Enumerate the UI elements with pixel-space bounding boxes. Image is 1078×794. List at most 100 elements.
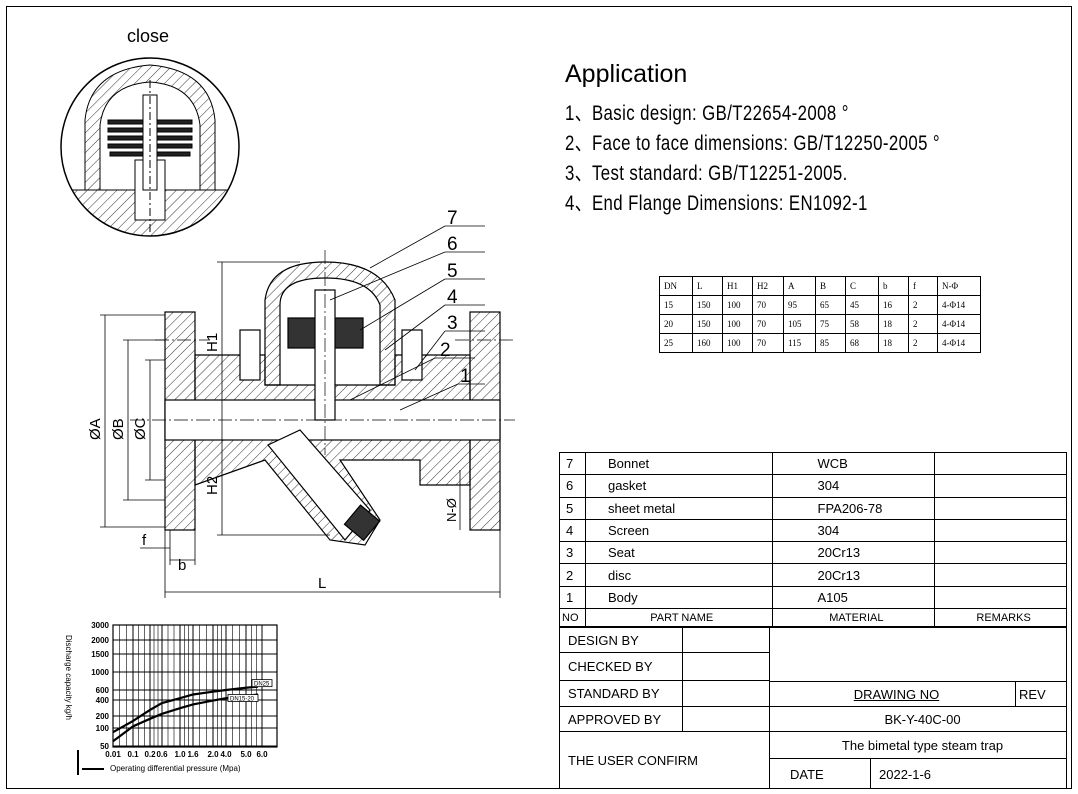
dimension-cell: 18 (878, 333, 909, 353)
dimension-cell: 20 (659, 314, 693, 334)
y-tick-label: 200 (96, 712, 110, 721)
dim-H1: H1 (204, 333, 221, 352)
design-by-field[interactable] (683, 628, 770, 653)
parts-header-cell: MATERIAL (771, 608, 936, 628)
dimension-cell: 15 (659, 295, 693, 315)
parts-cell: 4 (559, 518, 586, 543)
dimension-cell: 16 (878, 295, 909, 315)
parts-cell: 3 (559, 541, 586, 565)
dimension-cell: 4-Φ14 (937, 295, 981, 315)
dimension-cell: 100 (722, 295, 753, 315)
parts-cell (934, 518, 1067, 543)
x-tick-label: 0.2 (144, 750, 156, 759)
chart-xlabel: Operating differential pressure (Mpa) (110, 764, 241, 773)
y-tick-label: 50 (100, 742, 109, 751)
detail-label: close (127, 26, 169, 46)
dimension-cell: N-Φ (937, 276, 981, 296)
parts-cell: 6 (559, 474, 586, 498)
application-notes: Application 1、Basic design: GB/T22654-20… (565, 60, 1034, 217)
series-legend-label: DN25 (254, 682, 270, 688)
application-line: 3、Test standard: GB/T12251-2005. (565, 162, 848, 185)
dimension-cell: 4-Φ14 (937, 314, 981, 334)
dim-B: ØB (110, 418, 127, 440)
y-tick-label: 3000 (91, 621, 109, 630)
dimension-cell: 105 (783, 314, 816, 334)
dimension-cell: 2 (908, 314, 938, 334)
dimension-cell: 150 (692, 295, 723, 315)
dimension-cell: 95 (783, 295, 816, 315)
dimension-cell: 25 (659, 333, 693, 353)
drawing-number: BK-Y-40C-00 (770, 707, 1067, 732)
x-tick-label: 4.0 (220, 750, 232, 759)
dimension-cell: b (878, 276, 909, 296)
dim-b: b (178, 557, 186, 574)
parts-cell: 7 (559, 451, 586, 476)
dim-C: ØC (132, 417, 149, 440)
dim-L: L (318, 575, 326, 592)
dimension-cell: 2 (908, 333, 938, 353)
application-line: 1、Basic design: GB/T22654-2008 ° (565, 102, 849, 125)
valve-section-view (164, 261, 501, 546)
dim-N: N-Ø (444, 498, 459, 522)
parts-cell: 304 (771, 474, 936, 498)
y-tick-label: 1500 (91, 650, 109, 659)
dimension-cell: 75 (815, 314, 846, 334)
dimension-cell: 45 (845, 295, 879, 315)
parts-cell: Screen (584, 518, 773, 543)
dimension-cell: 4-Φ14 (937, 333, 981, 353)
x-tick-label: 0.01 (105, 750, 121, 759)
drawing-no-text: DRAWING NO (853, 686, 940, 702)
title-block: DESIGN BY CHECKED BY STANDARD BY APPROVE… (559, 627, 1067, 789)
dimension-cell: H2 (752, 276, 784, 296)
callouts (329, 225, 485, 411)
parts-cell (934, 451, 1067, 476)
x-tick-label: 2.0 (207, 750, 219, 759)
dim-f: f (142, 532, 147, 549)
dimension-cell: 2 (908, 295, 938, 315)
application-title: Application (565, 60, 688, 88)
design-by-label: DESIGN BY (560, 628, 683, 653)
dimension-cell: 160 (692, 333, 723, 353)
dimension-cell: L (692, 276, 723, 296)
dimension-cell: C (845, 276, 879, 296)
x-tick-label: 1.0 (174, 750, 186, 759)
date-label: DATE (770, 759, 871, 789)
dimension-cell: 150 (692, 314, 723, 334)
callout-7: 7 (447, 208, 458, 229)
date-value: 2022-1-6 (879, 766, 932, 782)
x-tick-label: 0.1 (127, 750, 139, 759)
drawing-no-label: DRAWING NO (770, 681, 1016, 707)
approved-by-field[interactable] (683, 707, 770, 732)
parts-cell: Seat (584, 541, 773, 565)
series-legend-box (251, 679, 273, 688)
approved-by-label: APPROVED BY (560, 707, 683, 732)
parts-cell: sheet metal (584, 496, 773, 520)
chart-ylabel: Discharge capacity kg/h (64, 635, 73, 720)
dimension-labels: ØA ØB ØC H1 H2 L b f N-Ø (87, 333, 459, 592)
application-line: 4、End Flange Dimensions: EN1092-1 (565, 192, 868, 215)
parts-header-cell: REMARKS (934, 608, 1067, 628)
parts-cell (934, 496, 1067, 520)
parts-header-cell: NO (559, 608, 586, 628)
application-line: 2、Face to face dimensions: GB/T12250-200… (565, 132, 941, 155)
parts-cell: WCB (771, 451, 936, 476)
dimension-cell: f (908, 276, 938, 296)
parts-cell: 304 (771, 518, 936, 543)
checked-by-field[interactable] (683, 653, 770, 681)
dim-A: ØA (87, 418, 104, 440)
standard-by-field[interactable] (683, 681, 770, 707)
callout-4: 4 (447, 287, 458, 308)
